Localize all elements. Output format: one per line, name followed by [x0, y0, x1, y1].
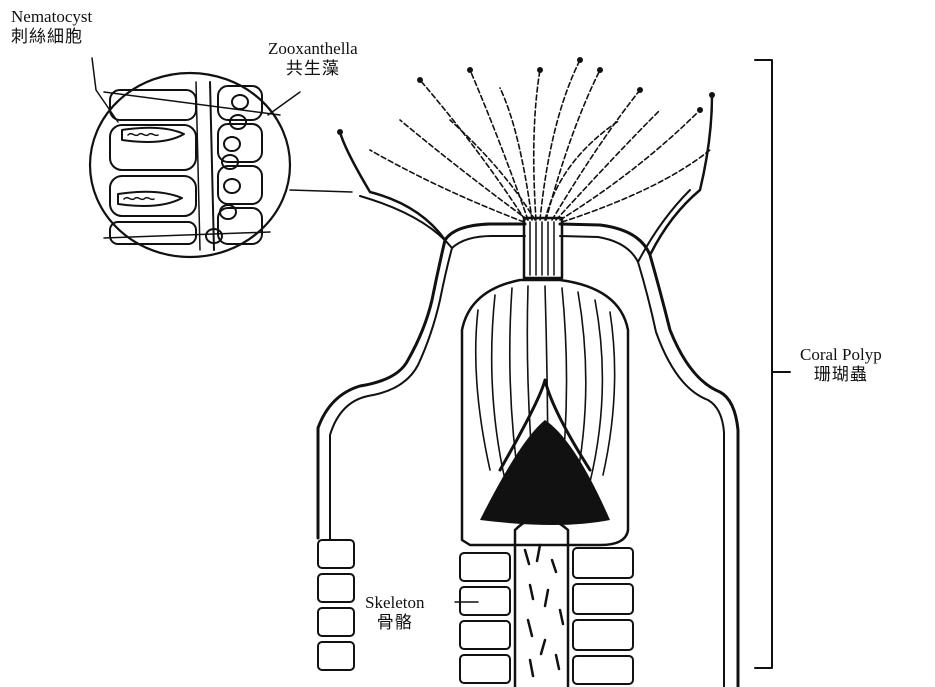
- skeleton-label-zh: 骨骼: [365, 615, 425, 633]
- coral-polyp-label-en: Coral Polyp: [800, 346, 882, 364]
- zooxanthella-label-en: Zooxanthella: [268, 40, 358, 58]
- skeleton-label: Skeleton 骨骼: [365, 594, 425, 633]
- zooxanthella-label-zh: 共生藻: [268, 61, 358, 79]
- coral-polyp-bracket: [755, 60, 790, 668]
- nematocyst-label-zh: 刺絲細胞: [11, 29, 92, 47]
- coral-polyp-label: Coral Polyp 珊瑚蟲: [800, 346, 882, 385]
- tentacles: [370, 60, 710, 222]
- nematocyst-label: Nematocyst 刺絲細胞: [11, 8, 92, 47]
- skeleton-label-en: Skeleton: [365, 594, 425, 612]
- tissue-inset: [90, 73, 290, 257]
- coral-polyp-label-zh: 珊瑚蟲: [800, 367, 882, 385]
- nematocyst-label-en: Nematocyst: [11, 8, 92, 26]
- zooxanthella-label: Zooxanthella 共生藻: [268, 40, 358, 79]
